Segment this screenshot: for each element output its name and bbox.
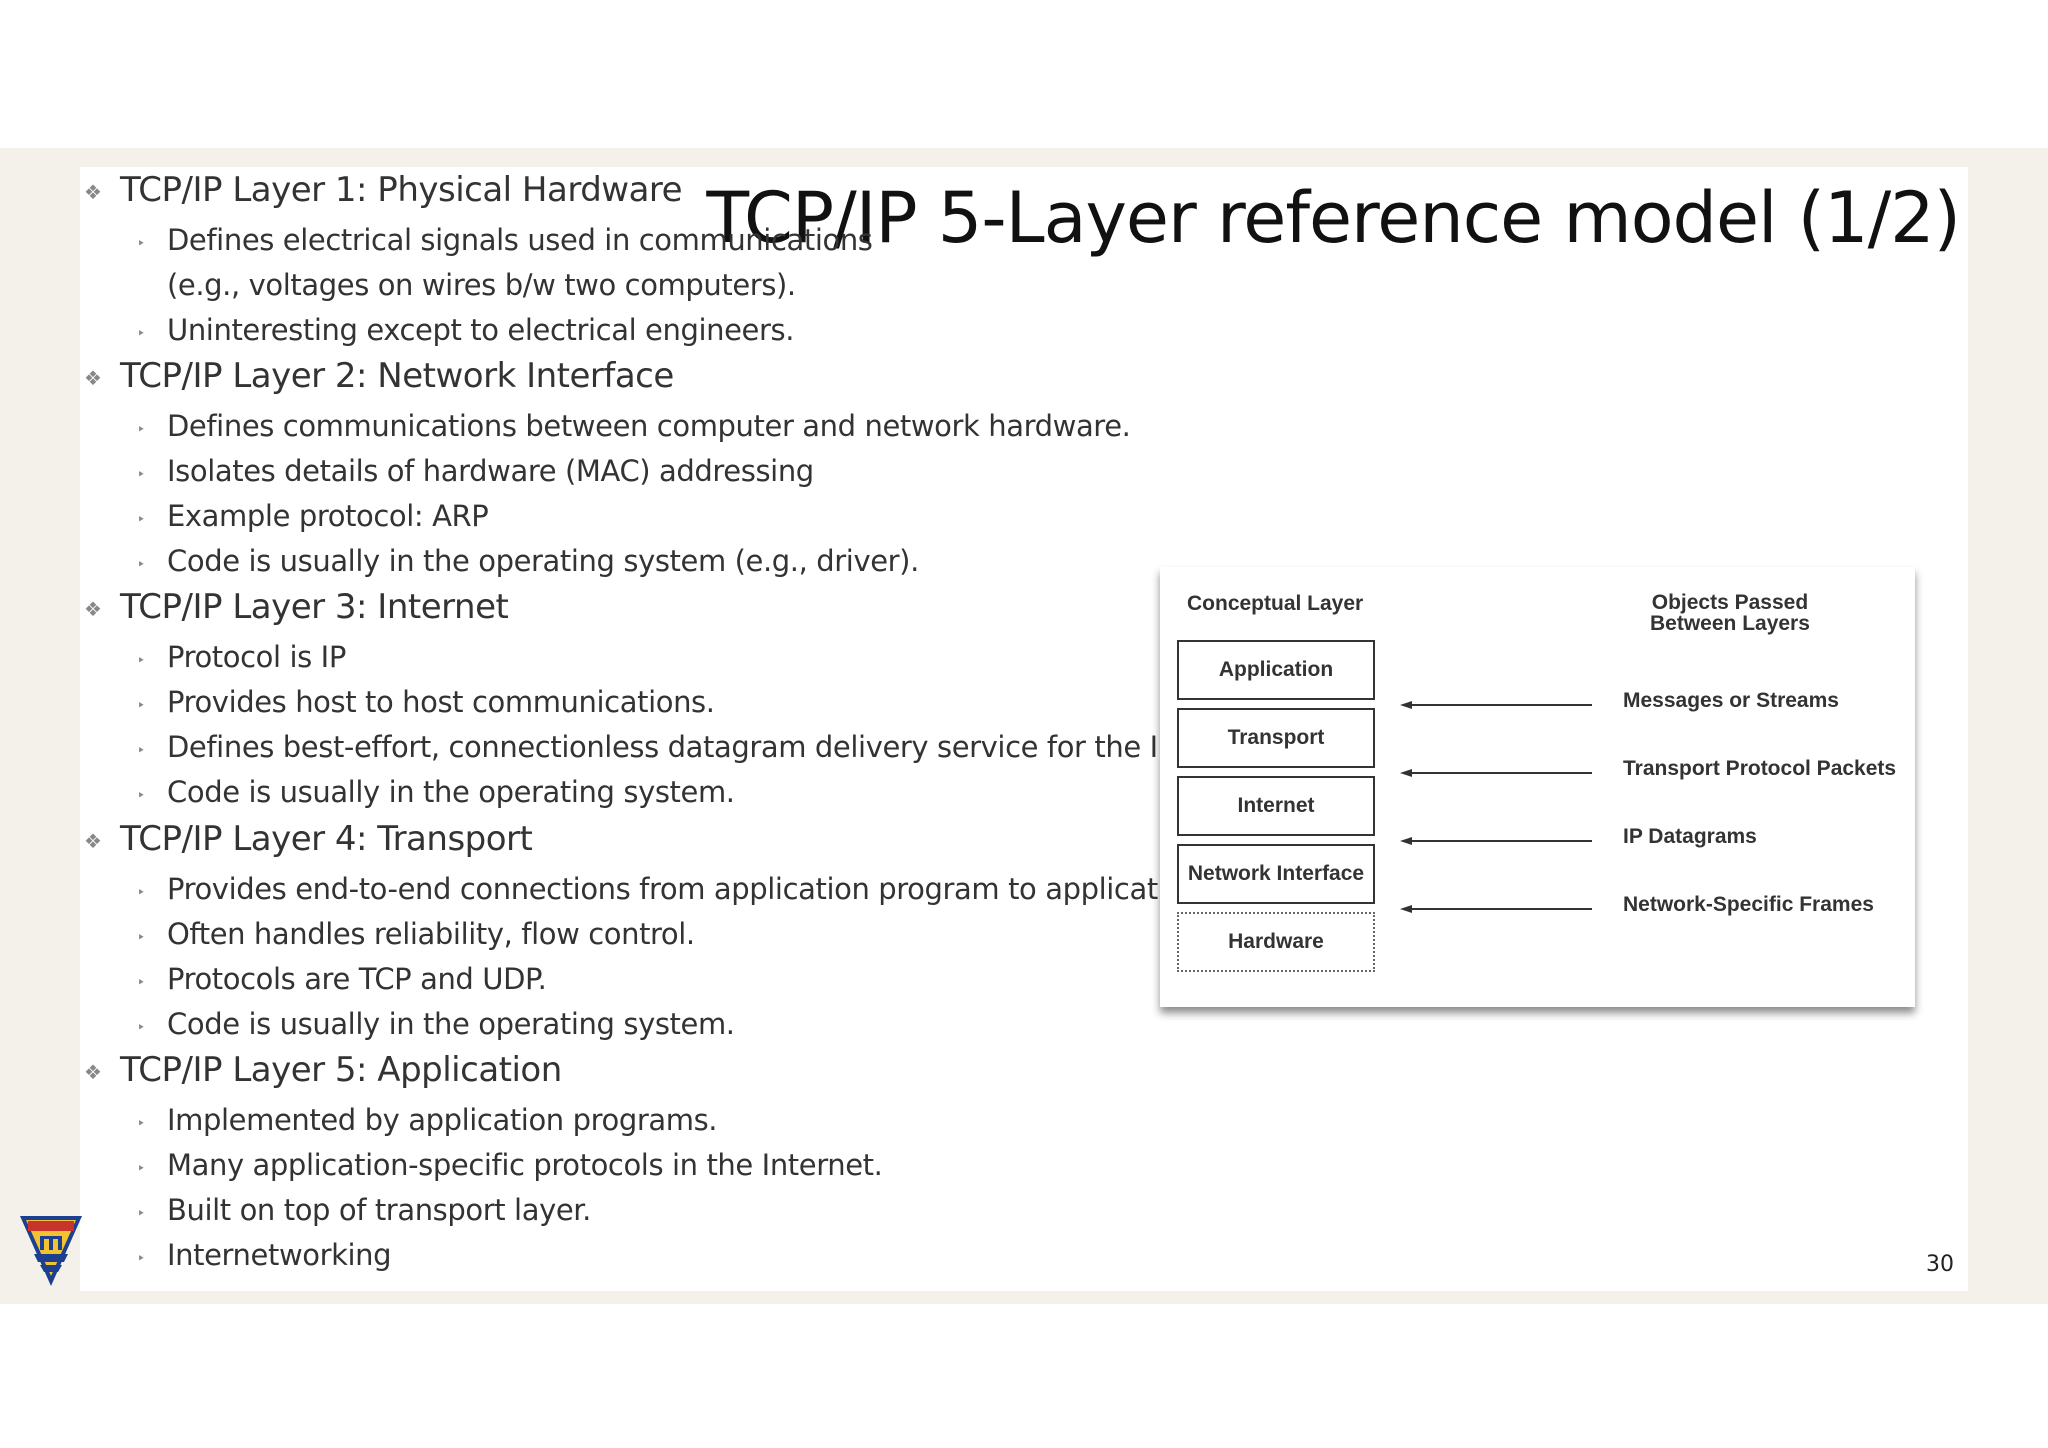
triangle-bullet-icon: ‣ — [137, 653, 145, 669]
object-label-network-frames: Network-Specific Frames — [1623, 893, 1874, 916]
triangle-bullet-icon: ‣ — [137, 326, 145, 342]
bullet-text: TCP/IP Layer 2: Network Interface — [120, 356, 674, 396]
layer-box-internet: Internet — [1177, 776, 1375, 836]
triangle-bullet-icon: ‣ — [137, 1206, 145, 1222]
bullet-item: ‣ Built on top of transport layer. — [137, 1193, 591, 1227]
bullet-item: ❖ TCP/IP Layer 4: Transport — [84, 819, 533, 859]
diamond-bullet-icon: ❖ — [84, 829, 102, 853]
bullet-text: Uninteresting except to electrical engin… — [167, 313, 795, 347]
arrow-network-frames — [1400, 905, 1592, 913]
bullet-text: Protocol is IP — [167, 640, 346, 674]
slide-title: TCP/IP 5-Layer reference model (1/2) — [706, 177, 1961, 259]
bullet-list: ❖ TCP/IP Layer 1: Physical Hardware ‣ Defi… — [80, 167, 1968, 1291]
conceptual-layer-header: Conceptual Layer — [1187, 592, 1364, 615]
bullet-text: TCP/IP Layer 5: Application — [120, 1050, 562, 1090]
bullet-item: ‣ Protocol is IP — [137, 640, 346, 674]
bullet-text: TCP/IP Layer 4: Transport — [120, 819, 533, 859]
triangle-bullet-icon: ‣ — [137, 1161, 145, 1177]
bullet-item: ❖ TCP/IP Layer 1: Physical Hardware — [84, 170, 683, 210]
bullet-text: Defines electrical signals used in commu… — [167, 223, 873, 257]
triangle-bullet-icon: ‣ — [137, 885, 145, 901]
bullet-item: ❖ TCP/IP Layer 3: Internet — [84, 587, 509, 627]
bullet-item: ‣ Defines electrical signals used in comm… — [137, 223, 873, 257]
objects-passed-header-line: Objects Passed — [1651, 591, 1809, 614]
bullet-text: Often handles reliability, flow control. — [167, 917, 695, 951]
bullet-item: ‣ Often handles reliability, flow control… — [137, 917, 695, 951]
bullet-item: ❖ TCP/IP Layer 5: Application — [84, 1050, 562, 1090]
triangle-bullet-icon: ‣ — [137, 467, 145, 483]
bullet-item: ‣ Many application-specific protocols in … — [137, 1148, 883, 1182]
bullet-text: Isolates details of hardware (MAC) addre… — [167, 454, 814, 488]
triangle-bullet-icon: ‣ — [137, 788, 145, 804]
triangle-bullet-icon: ‣ — [137, 1020, 145, 1036]
bullet-text: Many application-specific protocols in t… — [167, 1148, 883, 1182]
bullet-item: ‣ Example protocol: ARP — [137, 499, 489, 533]
triangle-bullet-icon: ‣ — [137, 975, 145, 991]
triangle-bullet-icon: ‣ — [137, 512, 145, 528]
bullet-text: Implemented by application programs. — [167, 1103, 718, 1137]
triangle-bullet-icon: ‣ — [137, 422, 145, 438]
arrow-transport-packets — [1400, 769, 1592, 777]
bullet-text: (e.g., voltages on wires b/w two compute… — [167, 268, 796, 302]
bullet-item: ‣ Uninteresting except to electrical engi… — [137, 313, 795, 347]
arrow-ip-datagrams — [1400, 837, 1592, 845]
bullet-text: Defines best-effort, connectionless data… — [167, 730, 1227, 764]
bullet-text: Built on top of transport layer. — [167, 1193, 591, 1227]
bullet-item: ‣ Code is usually in the operating system… — [137, 544, 919, 578]
arrows-layer — [1400, 701, 1592, 913]
triangle-bullet-icon: ‣ — [137, 1251, 145, 1267]
diamond-bullet-icon: ❖ — [84, 1060, 102, 1084]
bullet-text: Internetworking — [167, 1238, 392, 1272]
layer-box-hardware: Hardware — [1177, 912, 1375, 972]
objects-passed-header: Objects Passed Between Layers — [1650, 592, 1810, 634]
triangle-bullet-icon: ‣ — [137, 930, 145, 946]
triangle-bullet-icon: ‣ — [137, 743, 145, 759]
bullet-text: Protocols are TCP and UDP. — [167, 962, 547, 996]
bullet-item: ‣ Code is usually in the operating system… — [137, 1007, 735, 1041]
bullet-item: ‣ Implemented by application programs. — [137, 1103, 718, 1137]
university-logo — [20, 1216, 82, 1286]
bullet-item: ‣ Provides host to host communications. — [137, 685, 715, 719]
bullet-item: ‣ Defines communications between computer… — [137, 409, 1131, 443]
arrow-messages — [1400, 701, 1592, 709]
bullet-item: ‣ Protocols are TCP and UDP. — [137, 962, 547, 996]
bullet-text: Code is usually in the operating system. — [167, 775, 735, 809]
object-label-transport-packets: Transport Protocol Packets — [1623, 757, 1897, 780]
bullet-item: ‣ Internetworking — [137, 1238, 392, 1272]
layer-box-application: Application — [1177, 640, 1375, 700]
triangle-bullet-icon: ‣ — [137, 1116, 145, 1132]
diamond-bullet-icon: ❖ — [84, 597, 102, 621]
page-number: 30 — [1926, 1252, 1954, 1277]
bullet-text: Provides end-to-end connections from app… — [167, 872, 1228, 906]
diamond-bullet-icon: ❖ — [84, 366, 102, 390]
triangle-bullet-icon: ‣ — [137, 698, 145, 714]
bullet-text: TCP/IP Layer 1: Physical Hardware — [120, 170, 683, 210]
layer-box-network-interface: Network Interface — [1177, 844, 1375, 904]
bullet-text: TCP/IP Layer 3: Internet — [120, 587, 509, 627]
layer-box-transport: Transport — [1177, 708, 1375, 768]
bullet-item: ‣ Provides end-to-end connections from ap… — [137, 872, 1228, 906]
bullet-text: Example protocol: ARP — [167, 499, 489, 533]
bullet-text: Code is usually in the operating system … — [167, 544, 919, 578]
bullet-item: ‣ Isolates details of hardware (MAC) addr… — [137, 454, 814, 488]
object-label-messages: Messages or Streams — [1623, 689, 1839, 712]
bullet-item: ‣ Defines best-effort, connectionless dat… — [137, 730, 1227, 764]
bullet-item: ❖ TCP/IP Layer 2: Network Interface — [84, 356, 674, 396]
object-label-ip-datagrams: IP Datagrams — [1623, 825, 1757, 848]
bullet-item: ‣ Code is usually in the operating system… — [137, 775, 735, 809]
triangle-bullet-icon: ‣ — [137, 236, 145, 252]
objects-passed-header-line: Between Layers — [1650, 612, 1810, 635]
bullet-text: Provides host to host communications. — [167, 685, 715, 719]
layer-diagram-figure: Conceptual Layer Objects Passed Between … — [1160, 567, 1915, 1007]
slide: TCP/IP 5-Layer reference model (1/2) ❖ TC… — [80, 167, 1968, 1291]
triangle-bullet-icon: ‣ — [137, 557, 145, 573]
bullet-continuation: (e.g., voltages on wires b/w two compute… — [167, 268, 796, 302]
bullet-text: Defines communications between computer … — [167, 409, 1131, 443]
bullet-text: Code is usually in the operating system. — [167, 1007, 735, 1041]
diamond-bullet-icon: ❖ — [84, 180, 102, 204]
